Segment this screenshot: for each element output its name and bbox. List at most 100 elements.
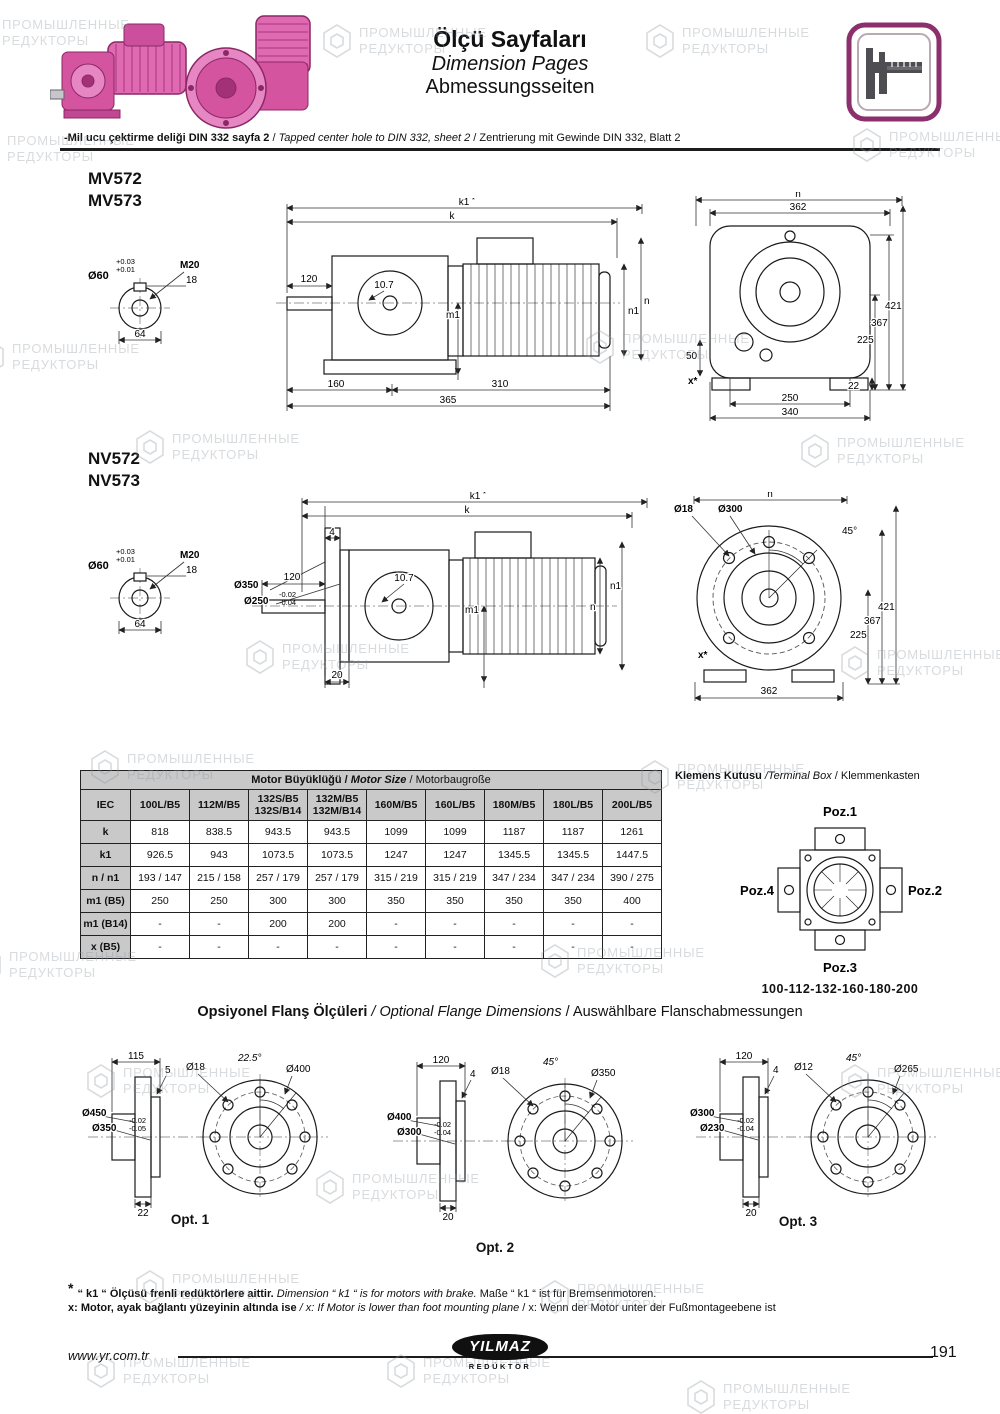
flange-title-tr: Opsiyonel Flanş Ölçüleri [197,1004,368,1020]
cell: 250 [130,889,190,913]
footnote-k1-en: Dimension “ k1 “ is for motors with brak… [273,1288,477,1300]
dim-outer-dia: Ø300 [690,1108,715,1119]
dim-key-width: 18 [186,275,198,286]
cell: 257 / 179 [248,866,308,890]
din-note-tr: -Mil ucu çektirme deliği DIN 332 sayfa 2 [64,132,270,144]
cell: - [484,935,544,959]
cell: 943 [189,843,249,867]
dim-dia18: Ø18 [674,504,693,515]
dim-50: 50 [686,351,698,362]
dim-tol-top: -0.02 [434,1120,451,1129]
dim-step: 4 [773,1065,779,1076]
cell: 1073.5 [307,843,367,867]
dim-shaft-dia: Ø60 [88,560,109,572]
separator: / [470,132,480,144]
nv-shaft-end-detail: +0.03 +0.01 Ø60 M20 18 64 [88,547,200,634]
din-note: -Mil ucu çektirme deliği DIN 332 sayfa 2… [64,132,681,144]
dim-362: 362 [761,686,778,697]
col-header: 200L/B5 [602,789,662,821]
dim-22: 22 [848,381,860,392]
table-row: k 818 838.5 943.5 943.5 1099 1099 1187 1… [80,820,662,844]
cell: 300 [307,889,367,913]
dim-tol-bot: -0.04 [434,1128,451,1137]
terminal-box-outline [777,827,903,951]
dim-tol-top: -0.02 [129,1116,146,1125]
flange-opt1-label: Opt. 1 [170,1212,210,1227]
flange-title-en: / Optional Flange Dimensions [367,1004,562,1020]
dim-m1: m1 [446,310,460,321]
cell: 1447.5 [602,843,662,867]
din-note-en: Tapped center hole to DIN 332, sheet 2 [278,132,471,144]
cell: 350 [484,889,544,913]
row-label: m1 (B5) [80,889,131,913]
nv-model-labels: NV572 NV573 [88,448,140,492]
dim-tol-top: -0.02 [279,590,296,599]
model-label: NV573 [88,471,140,490]
watermark-line2: РЕДУКТОРЫ [9,965,96,980]
dim-key-width: 18 [186,565,198,576]
dim-421: 421 [878,602,895,613]
model-label: MV573 [88,191,142,210]
cell: 1187 [484,820,544,844]
dim-n: n [795,192,801,200]
watermark-line2: РЕДУКТОРЫ [423,1371,510,1386]
table-title-en: Motor Size [350,774,407,786]
row-label: k [80,820,131,844]
table-title-tr: Motor Büyüklüğü / [251,774,351,786]
table-title-row: Motor Büyüklüğü / Motor Size / Motorbaug… [80,770,662,790]
dim-tol-bot: +0.01 [116,555,135,564]
nv-gearmotor-outline [261,527,607,685]
cell: 1099 [425,820,485,844]
cell: - [425,912,485,936]
dim-outer-dia: Ø400 [387,1112,412,1123]
hexagon-logo-icon [801,434,829,468]
dim-shaft-dia: Ø60 [88,270,109,282]
cell: 838.5 [189,820,249,844]
website-url[interactable]: www.yr.com.tr [68,1348,150,1363]
dim-angle: 45° [846,1053,861,1064]
dim-tol-top: +0.03 [116,547,135,556]
dim-shaft-len: 64 [134,329,146,340]
flange-dimension-lines [101,1058,297,1208]
dim-spigot-dia: Ø230 [700,1123,725,1134]
cell: 300 [248,889,308,913]
dim-step: 4 [470,1069,476,1080]
cell: 350 [366,889,426,913]
dim-hole-dia: Ø18 [186,1062,205,1073]
dim-20: 20 [331,670,343,681]
footer-divider [178,1356,933,1358]
flange-section-outline [111,1076,161,1198]
cell: - [130,935,190,959]
watermark-line2: РЕДУКТОРЫ [123,1371,210,1386]
terminal-box-diagram: Poz.1 Poz.2 Poz.3 Poz.4 [740,804,942,975]
dim-hole-dia: Ø18 [491,1066,510,1077]
dim-k1: k1 [459,198,470,208]
cell: 818 [130,820,190,844]
terminal-box-title-tr: Klemens Kutusu [675,770,765,782]
cell: - [189,935,249,959]
watermark-line1: ПРОМЫШЛЕННЫЕ [682,24,810,40]
mv-front-dimension-lines [695,196,907,422]
model-label: MV572 [88,169,142,188]
watermark-line2: РЕДУКТОРЫ [682,41,769,56]
dim-angle: 45° [543,1057,558,1068]
cell: 1187 [543,820,603,844]
col-header: 180M/B5 [484,789,544,821]
cell: 926.5 [130,843,190,867]
watermark-line1: ПРОМЫШЛЕННЫЕ [889,128,1000,144]
terminal-position-1: Poz.1 [823,804,857,819]
flange-section-title: Opsiyonel Flanş Ölçüleri / Optional Flan… [160,1004,840,1020]
cell: 400 [602,889,662,913]
logo-wordmark: YILMAZ [452,1334,548,1360]
dim-tol-bot: -0.05 [129,1124,146,1133]
cell: - [130,912,190,936]
dim-10-7: 10.7 [394,573,414,584]
cell: 390 / 275 [602,866,662,890]
hexagon-logo-icon [853,128,881,162]
col-header: 112M/B5 [189,789,249,821]
nv-front-dimension-lines [691,496,900,702]
mv-shaft-end-detail: +0.03 +0.01 Ø60 M20 18 64 [88,257,200,344]
watermark-line1: ПРОМЫШЛЕННЫЕ [127,750,255,766]
